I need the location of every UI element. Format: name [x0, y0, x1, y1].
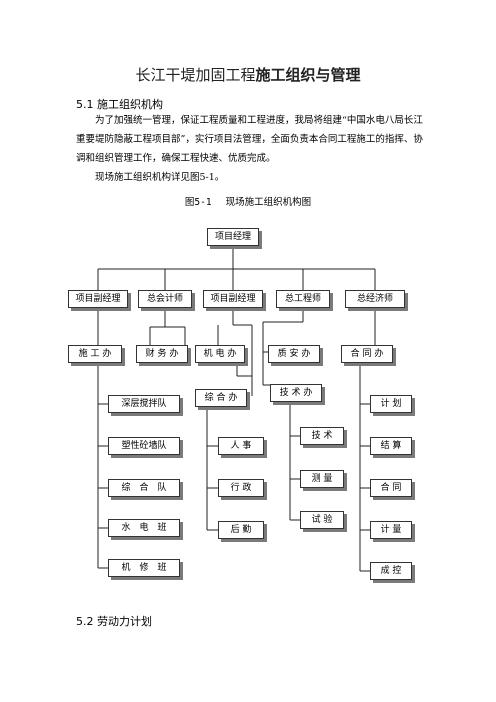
- node-technical-unit: 技 术: [300, 427, 344, 445]
- node-chief-accountant: 总会计师: [138, 290, 192, 308]
- node-chief-engineer: 总工程师: [276, 290, 330, 308]
- node-general-unit: 后 勤: [218, 521, 264, 539]
- node-general-unit: 行 政: [218, 479, 264, 497]
- node-contract-unit: 成 控: [370, 562, 412, 580]
- node-mech-elec-office: 机 电 办: [195, 345, 245, 363]
- node-technical-unit: 试 验: [300, 511, 344, 529]
- node-construction-team: 水 电 班: [108, 519, 180, 537]
- node-deputy-pm-mid: 项目副经理: [203, 290, 263, 308]
- node-construction-team: 塑性砼墙队: [108, 437, 180, 455]
- node-quality-safety-office: 质 安 办: [268, 345, 320, 363]
- node-contract-unit: 计 划: [370, 395, 412, 413]
- section-heading-5-2: 5.2 劳动力计划: [76, 615, 152, 628]
- title-bold: 施工组织与管理: [255, 66, 361, 84]
- node-technical-unit: 测 量: [300, 470, 344, 488]
- node-technical-office: 技 术 办: [270, 384, 322, 402]
- node-chief-economist: 总经济师: [345, 290, 405, 308]
- node-construction-team: 综 合 队: [108, 479, 180, 497]
- node-contract-unit: 计 量: [370, 521, 412, 539]
- figure-caption: 图5-1 现场施工组织机构图: [0, 194, 496, 208]
- document-title: 长江干堤加固工程施工组织与管理: [0, 64, 496, 85]
- node-contract-unit: 合 同: [370, 479, 412, 497]
- paragraph-1: 为了加强统一管理，保证工程质量和工程进度，我局将组建“中国水电八局长江重要堤防隐…: [76, 115, 423, 164]
- node-construction-team: 机 修 班: [108, 559, 180, 577]
- node-general-unit: 人 事: [218, 437, 264, 455]
- figure-title: 现场施工组织机构图: [225, 197, 312, 208]
- node-general-office: 综 合 办: [195, 389, 247, 407]
- node-project-manager: 项目经理: [207, 228, 259, 246]
- node-construction-office: 施 工 办: [68, 345, 122, 363]
- title-plain: 长江干堤加固工程: [135, 66, 256, 84]
- node-construction-team: 深层搅拌队: [108, 395, 180, 413]
- node-contract-unit: 结 算: [370, 437, 412, 455]
- section-heading-5-1: 5.1 施工组织机构: [76, 98, 163, 111]
- node-finance-office: 财 务 办: [136, 345, 188, 363]
- paragraph-2: 现场施工组织机构详见图5-1。: [95, 172, 225, 183]
- node-deputy-pm-left: 项目副经理: [68, 290, 128, 308]
- node-contract-office: 合 同 办: [341, 345, 393, 363]
- figure-number: 图5-1: [184, 197, 212, 208]
